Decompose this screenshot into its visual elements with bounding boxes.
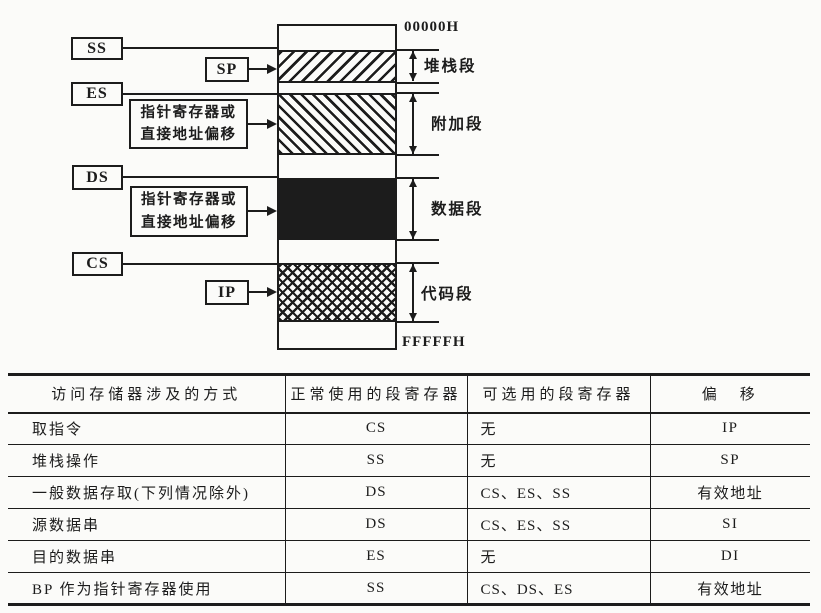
connector-line-ds — [123, 176, 277, 178]
dimension-line-extra — [412, 94, 414, 154]
pointer-offset-box-extra: 指针寄存器或 直接地址偏移 — [129, 99, 248, 149]
label-extra-segment: 附加段 — [431, 116, 484, 133]
segment-extra-hatched — [279, 93, 395, 155]
register-box-sp: SP — [205, 57, 249, 82]
cell-access-method: BP 作为指针寄存器使用 — [32, 581, 213, 598]
segment-register-usage-table: 访问存储器涉及的方式 正常使用的段寄存器 可选用的段寄存器 偏 移 取指令 CS… — [8, 373, 810, 606]
col-header-access-method: 访问存储器涉及的方式 — [51, 387, 242, 404]
dimension-line-code — [412, 264, 414, 321]
pointer-offset-box-data: 指针寄存器或 直接地址偏移 — [130, 186, 248, 237]
cell-access-method: 源数据串 — [32, 518, 101, 534]
arrow-line-sp — [249, 68, 269, 70]
register-box-ip: IP — [205, 280, 249, 305]
dimension-line-stack — [412, 51, 414, 81]
dimension-arrow-down-stack-icon — [409, 73, 417, 81]
cell-optional-register: 无 — [466, 412, 650, 445]
dimension-arrow-down-extra-icon — [409, 146, 417, 154]
cell-access-method: 堆栈操作 — [32, 454, 101, 470]
label-code-segment: 代码段 — [421, 286, 474, 303]
register-box-ss: SS — [71, 37, 123, 60]
dimension-arrow-down-data-icon — [409, 231, 417, 239]
cell-optional-register: 无 — [466, 444, 650, 477]
table-row-fetch-instruction: 取指令 CS 无 IP — [8, 412, 810, 445]
tick-stack-top — [397, 49, 439, 51]
cell-optional-register: CS、ES、SS — [466, 508, 650, 541]
register-box-ds: DS — [72, 165, 123, 190]
label-data-segment: 数据段 — [431, 201, 484, 218]
cell-normal-register: CS — [284, 412, 467, 445]
arrow-line-pointer-data — [248, 210, 269, 212]
dimension-arrow-up-data-icon — [409, 179, 417, 187]
dimension-line-data — [412, 179, 414, 239]
arrowhead-pointer-extra-icon — [267, 119, 277, 129]
cell-offset: DI — [649, 540, 810, 573]
tick-code-top — [397, 262, 439, 264]
dimension-arrow-up-code-icon — [409, 264, 417, 272]
arrowhead-sp-icon — [267, 64, 277, 74]
tick-extra-top — [397, 92, 439, 94]
register-box-es: ES — [71, 82, 123, 106]
cell-offset: SP — [649, 444, 810, 477]
col-header-optional-register: 可选用的段寄存器 — [466, 374, 650, 413]
cell-optional-register: CS、ES、SS — [466, 476, 650, 509]
arrowhead-pointer-data-icon — [267, 206, 277, 216]
cell-normal-register: DS — [284, 508, 467, 541]
arrow-line-ip — [249, 291, 269, 293]
tick-data-bottom — [397, 239, 439, 241]
arrow-line-pointer-extra — [248, 123, 269, 125]
table-row-general-data-access: 一般数据存取(下列情况除外) DS CS、ES、SS 有效地址 — [8, 476, 810, 509]
register-box-cs: CS — [72, 252, 123, 276]
table-header-row: 访问存储器涉及的方式 正常使用的段寄存器 可选用的段寄存器 偏 移 — [8, 374, 810, 413]
cell-normal-register: DS — [284, 476, 467, 509]
col-header-normal-register: 正常使用的段寄存器 — [284, 374, 467, 413]
cell-offset: SI — [649, 508, 810, 541]
cell-normal-register: SS — [284, 572, 467, 605]
memory-column — [277, 24, 397, 350]
connector-line-es — [123, 93, 277, 95]
table-row-bp-as-pointer: BP 作为指针寄存器使用 SS CS、DS、ES 有效地址 — [8, 572, 810, 605]
tick-code-bottom — [397, 321, 439, 323]
dimension-arrow-up-extra-icon — [409, 94, 417, 102]
cell-optional-register: CS、DS、ES — [466, 572, 650, 605]
dimension-arrow-down-code-icon — [409, 313, 417, 321]
table-row-source-string: 源数据串 DS CS、ES、SS SI — [8, 508, 810, 541]
cell-optional-register: 无 — [466, 540, 650, 573]
tick-data-top — [397, 177, 439, 179]
arrowhead-ip-icon — [267, 287, 277, 297]
cell-normal-register: ES — [284, 540, 467, 573]
connector-line-ss — [123, 47, 277, 49]
label-stack-segment: 堆栈段 — [424, 58, 477, 75]
tick-stack-bottom — [397, 82, 439, 84]
segment-code-crosshatched — [279, 263, 395, 322]
cell-access-method: 目的数据串 — [32, 550, 118, 566]
cell-offset: 有效地址 — [649, 476, 810, 509]
table-row-stack-operation: 堆栈操作 SS 无 SP — [8, 444, 810, 477]
address-top-label: 00000H — [404, 19, 460, 35]
cell-offset: IP — [649, 412, 810, 445]
tick-extra-bottom — [397, 154, 439, 156]
address-bottom-label: FFFFFH — [402, 334, 466, 350]
dimension-arrow-up-stack-icon — [409, 51, 417, 59]
cell-offset: 有效地址 — [649, 572, 810, 605]
cell-normal-register: SS — [284, 444, 467, 477]
col-header-offset: 偏 移 — [649, 374, 810, 413]
segment-stack-hatched — [279, 50, 395, 83]
table-row-destination-string: 目的数据串 ES 无 DI — [8, 540, 810, 573]
cell-access-method: 一般数据存取(下列情况除外) — [32, 486, 250, 502]
segment-data-solid — [279, 178, 395, 240]
cell-access-method: 取指令 — [32, 422, 84, 439]
connector-line-cs — [123, 263, 277, 265]
